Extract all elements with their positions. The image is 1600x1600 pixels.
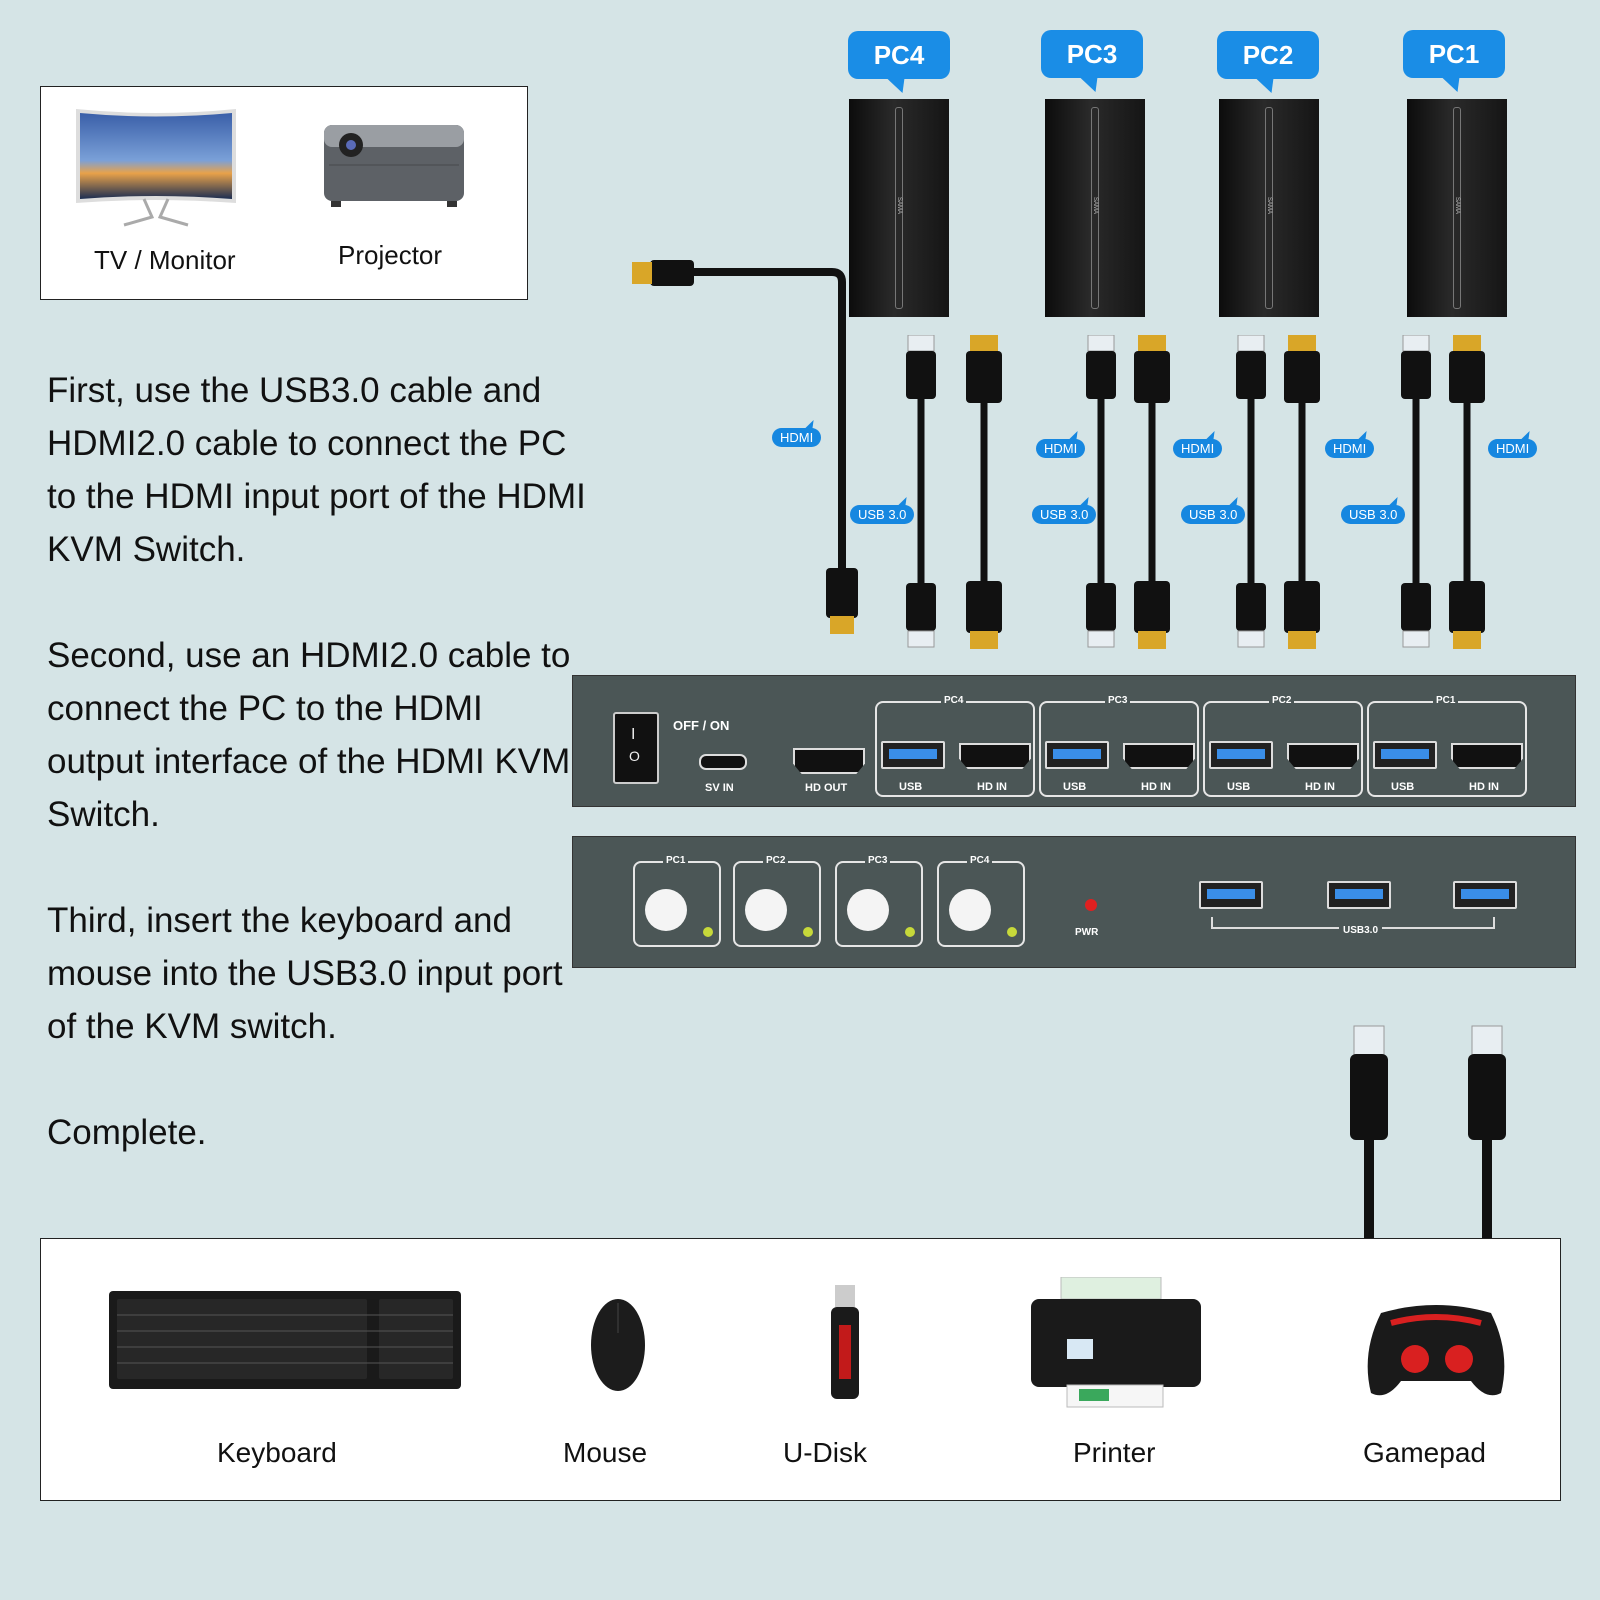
pc4-led xyxy=(1007,927,1017,937)
pc-badge-pc3: PC3 xyxy=(1041,30,1143,78)
pc-badge-pc2: PC2 xyxy=(1217,31,1319,79)
pc2-led xyxy=(803,927,813,937)
step-3: Third, insert the keyboard and mouse int… xyxy=(47,901,563,1046)
hdmi-in-port-pc2 xyxy=(1287,743,1359,769)
projector-label: Projector xyxy=(338,240,443,270)
kvm-front-panel: PC1 PC2 PC3 PC4 PWR USB3.0 xyxy=(572,836,1576,968)
usb-hub-label: USB3.0 xyxy=(1339,925,1383,936)
pc4-tower: SAMA xyxy=(849,99,949,317)
cable-pair-pc3 xyxy=(1086,335,1170,649)
pc4-brand: SAMA xyxy=(896,197,902,215)
hdmi-tag-1: HDMI xyxy=(1036,439,1086,458)
port-group-pc3: PC3 USB HD IN xyxy=(1039,695,1199,797)
pwr-label: PWR xyxy=(1075,927,1099,938)
gamepad-label: Gamepad xyxy=(1363,1437,1486,1468)
pc3-select-button-box[interactable]: PC3 xyxy=(835,855,923,947)
pc1-tower: SAMA xyxy=(1407,99,1507,317)
cable-pair-pc1 xyxy=(1401,335,1485,649)
hdmi-in-port-pc4 xyxy=(959,743,1031,769)
pc3-select-button[interactable] xyxy=(847,889,889,931)
power-switch[interactable]: I O xyxy=(613,712,659,784)
front-usb-port-1 xyxy=(1199,881,1263,909)
port-group-pc2: PC2 USB HD IN xyxy=(1203,695,1363,797)
hdmi-output-cable xyxy=(632,260,858,634)
monitor-icon xyxy=(76,109,236,227)
sv-in-label: SV IN xyxy=(705,782,734,794)
front-usb-port-2 xyxy=(1327,881,1391,909)
pc3-led xyxy=(905,927,915,937)
instruction-steps: First, use the USB3.0 cable and HDMI2.0 … xyxy=(47,364,587,1212)
step-4: Complete. xyxy=(47,1113,207,1152)
peripheral-usb-cables xyxy=(1350,1025,1506,1240)
pc-badge-pc1: PC1 xyxy=(1403,30,1505,78)
pc2-brand: SAMA xyxy=(1266,197,1272,215)
pc4-select-button-box[interactable]: PC4 xyxy=(937,855,1025,947)
cable-pair-pc2 xyxy=(1236,335,1320,649)
pc2-select-button-box[interactable]: PC2 xyxy=(733,855,821,947)
printer-icon xyxy=(1031,1277,1201,1408)
gamepad-icon xyxy=(1367,1305,1505,1396)
step-2: Second, use an HDMI2.0 cable to connect … xyxy=(47,636,571,834)
hdmi-tag-output: HDMI xyxy=(772,428,822,447)
keyboard-icon xyxy=(109,1291,461,1389)
pc2-tower: SAMA xyxy=(1219,99,1319,317)
display-targets-panel: TV / Monitor Projector xyxy=(40,86,528,300)
hdmi-tag-3: HDMI xyxy=(1325,439,1375,458)
pc-input-cables xyxy=(906,335,1485,649)
pc4-select-button[interactable] xyxy=(949,889,991,931)
u-disk-label: U-Disk xyxy=(783,1437,867,1468)
port-group-pc4: PC4 USB HD IN xyxy=(875,695,1035,797)
usb-tag-1: USB 3.0 xyxy=(850,505,915,524)
hdmi-tag-2: HDMI xyxy=(1173,439,1223,458)
printer-label: Printer xyxy=(1073,1437,1156,1468)
hd-out-port xyxy=(793,748,865,774)
usb-port-pc2 xyxy=(1209,741,1273,769)
tv-monitor-label: TV / Monitor xyxy=(94,245,236,275)
u-disk-icon xyxy=(831,1285,859,1399)
usb-c-port xyxy=(699,754,747,770)
power-led xyxy=(1085,899,1097,911)
mouse-icon xyxy=(591,1299,645,1391)
pc1-select-button-box[interactable]: PC1 xyxy=(633,855,721,947)
usb-port-pc4 xyxy=(881,741,945,769)
pc-badge-pc4: PC4 xyxy=(848,31,950,79)
usb-tag-3: USB 3.0 xyxy=(1181,505,1246,524)
hdmi-tag-4: HDMI xyxy=(1488,439,1538,458)
pc3-brand: SAMA xyxy=(1092,197,1098,215)
pc3-tower: SAMA xyxy=(1045,99,1145,317)
usb-tag-4: USB 3.0 xyxy=(1341,505,1406,524)
hd-out-label: HD OUT xyxy=(805,782,848,794)
hdmi-in-port-pc3 xyxy=(1123,743,1195,769)
pc1-brand: SAMA xyxy=(1454,197,1460,215)
power-switch-label: OFF / ON xyxy=(673,718,730,733)
usb-port-pc1 xyxy=(1373,741,1437,769)
usb-devices-panel: Keyboard Mouse U-Disk Printer Gamepad xyxy=(40,1238,1561,1501)
pc2-select-button[interactable] xyxy=(745,889,787,931)
front-usb-port-3 xyxy=(1453,881,1517,909)
hdmi-in-port-pc1 xyxy=(1451,743,1523,769)
projector-icon xyxy=(324,125,464,207)
usb-tag-2: USB 3.0 xyxy=(1032,505,1097,524)
usb-port-pc3 xyxy=(1045,741,1109,769)
kvm-rear-panel: I O OFF / ON SV IN HD OUT PC4 USB HD IN … xyxy=(572,675,1576,807)
keyboard-label: Keyboard xyxy=(217,1437,337,1468)
step-1: First, use the USB3.0 cable and HDMI2.0 … xyxy=(47,371,586,569)
port-group-pc1: PC1 USB HD IN xyxy=(1367,695,1527,797)
pc1-led xyxy=(703,927,713,937)
cable-pair-pc4 xyxy=(906,335,1002,649)
mouse-label: Mouse xyxy=(563,1437,648,1468)
pc1-select-button[interactable] xyxy=(645,889,687,931)
